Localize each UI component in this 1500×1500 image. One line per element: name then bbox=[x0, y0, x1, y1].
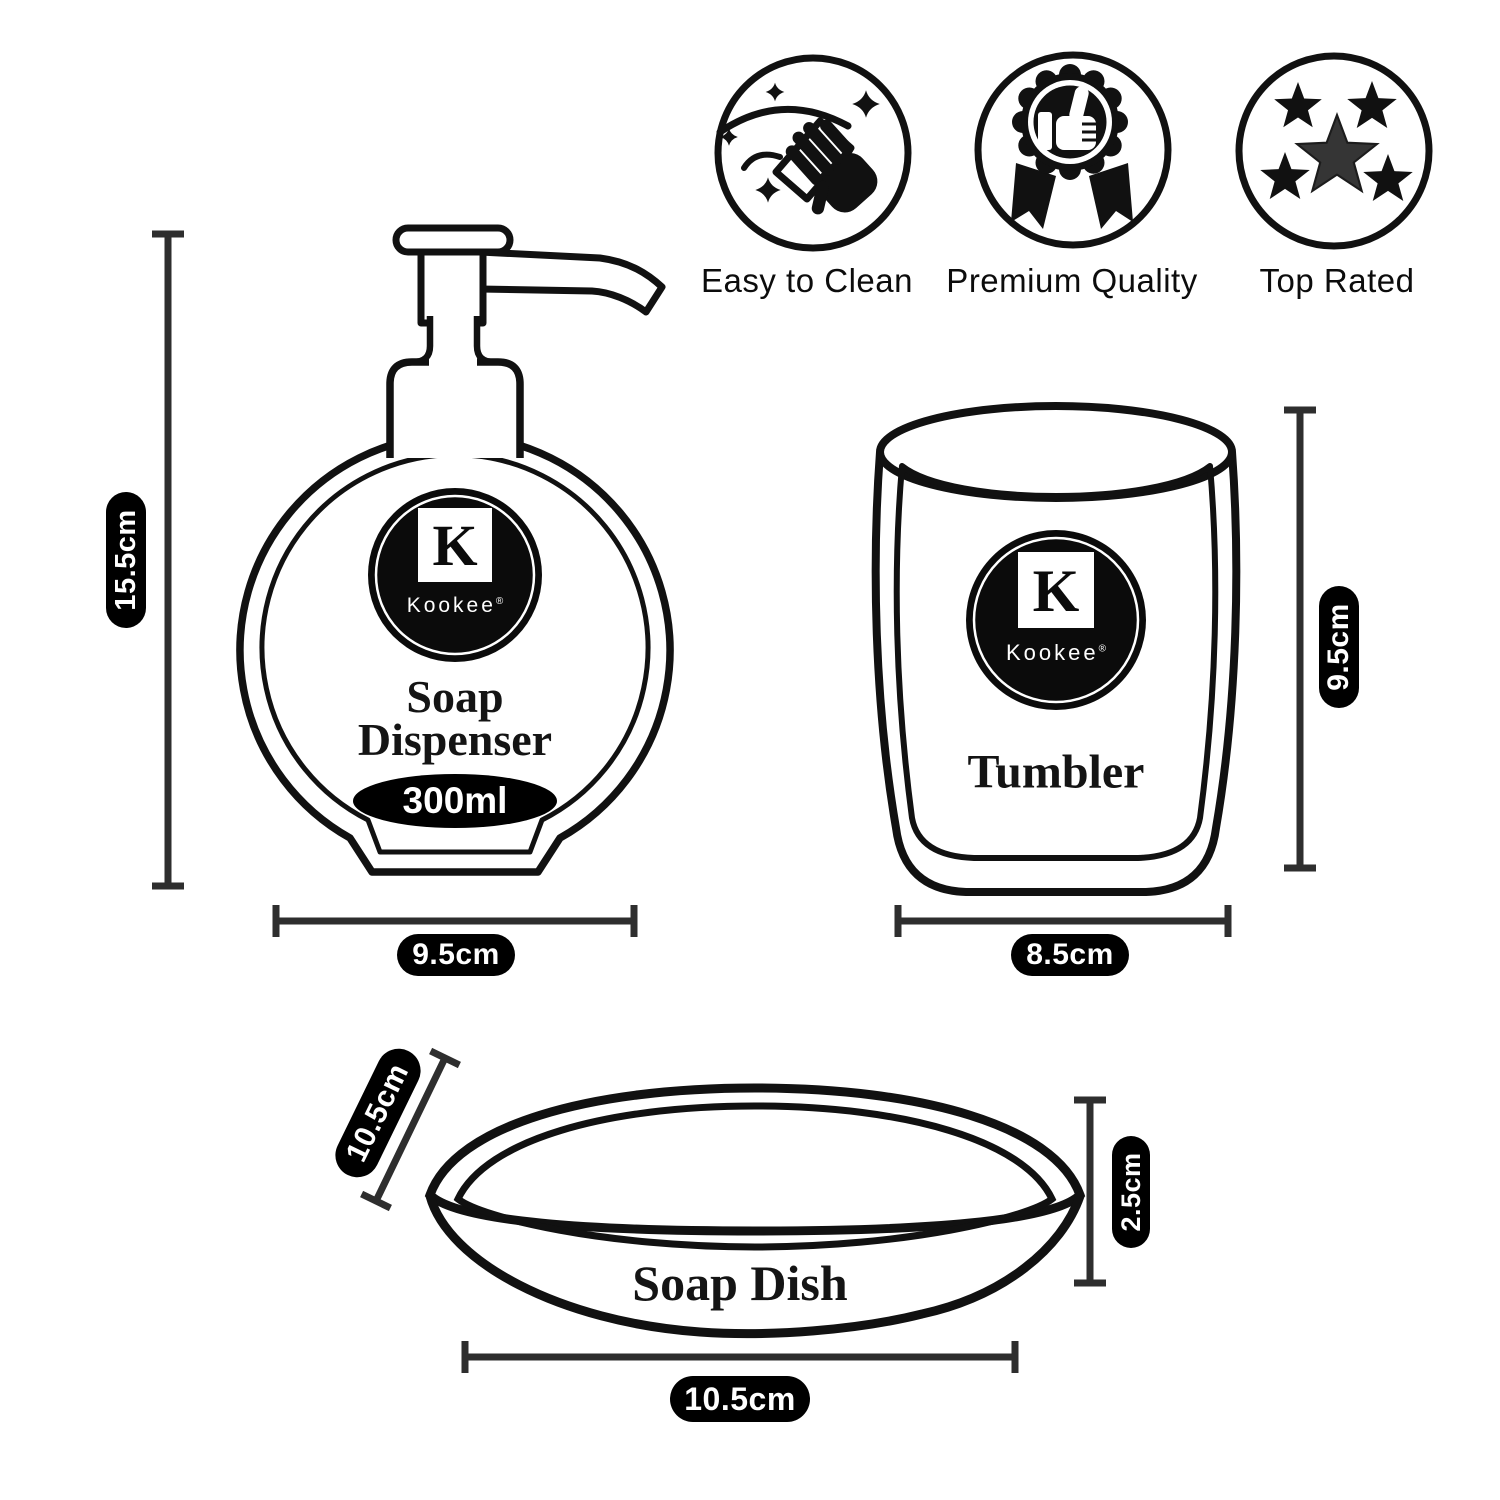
pump-collar bbox=[386, 358, 524, 458]
tumbler-inner-outline bbox=[893, 463, 1219, 861]
sparkle-icons bbox=[720, 82, 880, 203]
brand-initial: K bbox=[432, 513, 478, 578]
capacity-ellipse bbox=[353, 774, 557, 828]
tumbler-width-line bbox=[894, 905, 1232, 937]
collar-joint-mask bbox=[429, 354, 477, 370]
soap-dispenser-drawing bbox=[236, 224, 674, 876]
dispenser-width-line bbox=[272, 905, 638, 937]
dish-bowl-outline bbox=[425, 1191, 1085, 1339]
dispenser-height-line bbox=[152, 230, 184, 890]
badge-label-top-rated: Top Rated bbox=[1259, 262, 1415, 299]
dispenser-name-line2: Dispenser bbox=[357, 714, 553, 765]
dimension-lines bbox=[152, 230, 1316, 1373]
brand-logo-square bbox=[1018, 552, 1094, 628]
pump-spout bbox=[476, 248, 666, 316]
soap-dish-drawing bbox=[424, 1083, 1086, 1339]
dish-rim-inner bbox=[453, 1102, 1057, 1251]
registered-mark: ® bbox=[495, 596, 504, 607]
top-rated-icon bbox=[1235, 52, 1433, 250]
brand-name: Kookee bbox=[406, 594, 496, 617]
wipe-arc bbox=[716, 106, 852, 136]
tumbler-rim bbox=[876, 402, 1236, 502]
tumbler-drawing bbox=[871, 402, 1241, 896]
easy-to-clean-icon bbox=[714, 54, 912, 252]
premium-quality-icon bbox=[974, 51, 1172, 249]
dish-top-diagonal-line bbox=[360, 1047, 461, 1212]
registered-mark: ® bbox=[1098, 643, 1106, 655]
badge-label-premium-quality: Premium Quality bbox=[946, 262, 1198, 299]
brand-initial: K bbox=[1032, 558, 1080, 624]
pump-head-joint-mask bbox=[431, 317, 475, 329]
tumbler-width-pill: 8.5cm bbox=[1011, 934, 1129, 976]
badge-label-easy-to-clean: Easy to Clean bbox=[701, 262, 913, 299]
pump-stem bbox=[412, 316, 495, 366]
brand-logo-ring bbox=[972, 536, 1140, 704]
dispenser-capacity: 300ml bbox=[402, 780, 508, 821]
dispenser-width-pill: 9.5cm bbox=[397, 934, 515, 976]
pump-cap bbox=[392, 224, 514, 256]
center-star bbox=[1294, 112, 1380, 194]
tumbler-name: Tumbler bbox=[967, 745, 1145, 799]
ribbon-tails bbox=[1011, 163, 1133, 229]
dish-width-pill: 10.5cm bbox=[670, 1376, 810, 1422]
wipe-arc-small bbox=[741, 151, 783, 171]
brand-logo-ring bbox=[374, 494, 536, 656]
tumbler-height-line bbox=[1284, 406, 1316, 872]
brand-name: Kookee bbox=[1006, 640, 1099, 665]
pump-head bbox=[417, 245, 487, 327]
brand-logo-square bbox=[418, 508, 492, 582]
tumbler-height-pill: 9.5cm bbox=[1319, 586, 1359, 708]
dispenser-name-line1: Soap bbox=[406, 671, 504, 722]
brand-wordmark: Kookee® bbox=[407, 594, 504, 618]
dispenser-height-pill: 15.5cm bbox=[106, 492, 146, 628]
thumb-finger-lines bbox=[1082, 122, 1096, 142]
dish-height-line bbox=[1074, 1096, 1106, 1287]
hand-icon bbox=[785, 119, 878, 215]
dish-height-pill: 2.5cm bbox=[1112, 1136, 1150, 1248]
brand-wordmark: Kookee® bbox=[1006, 640, 1106, 666]
corner-stars bbox=[1260, 81, 1413, 202]
dish-name: Soap Dish bbox=[632, 1255, 848, 1311]
dish-width-line bbox=[461, 1341, 1019, 1373]
